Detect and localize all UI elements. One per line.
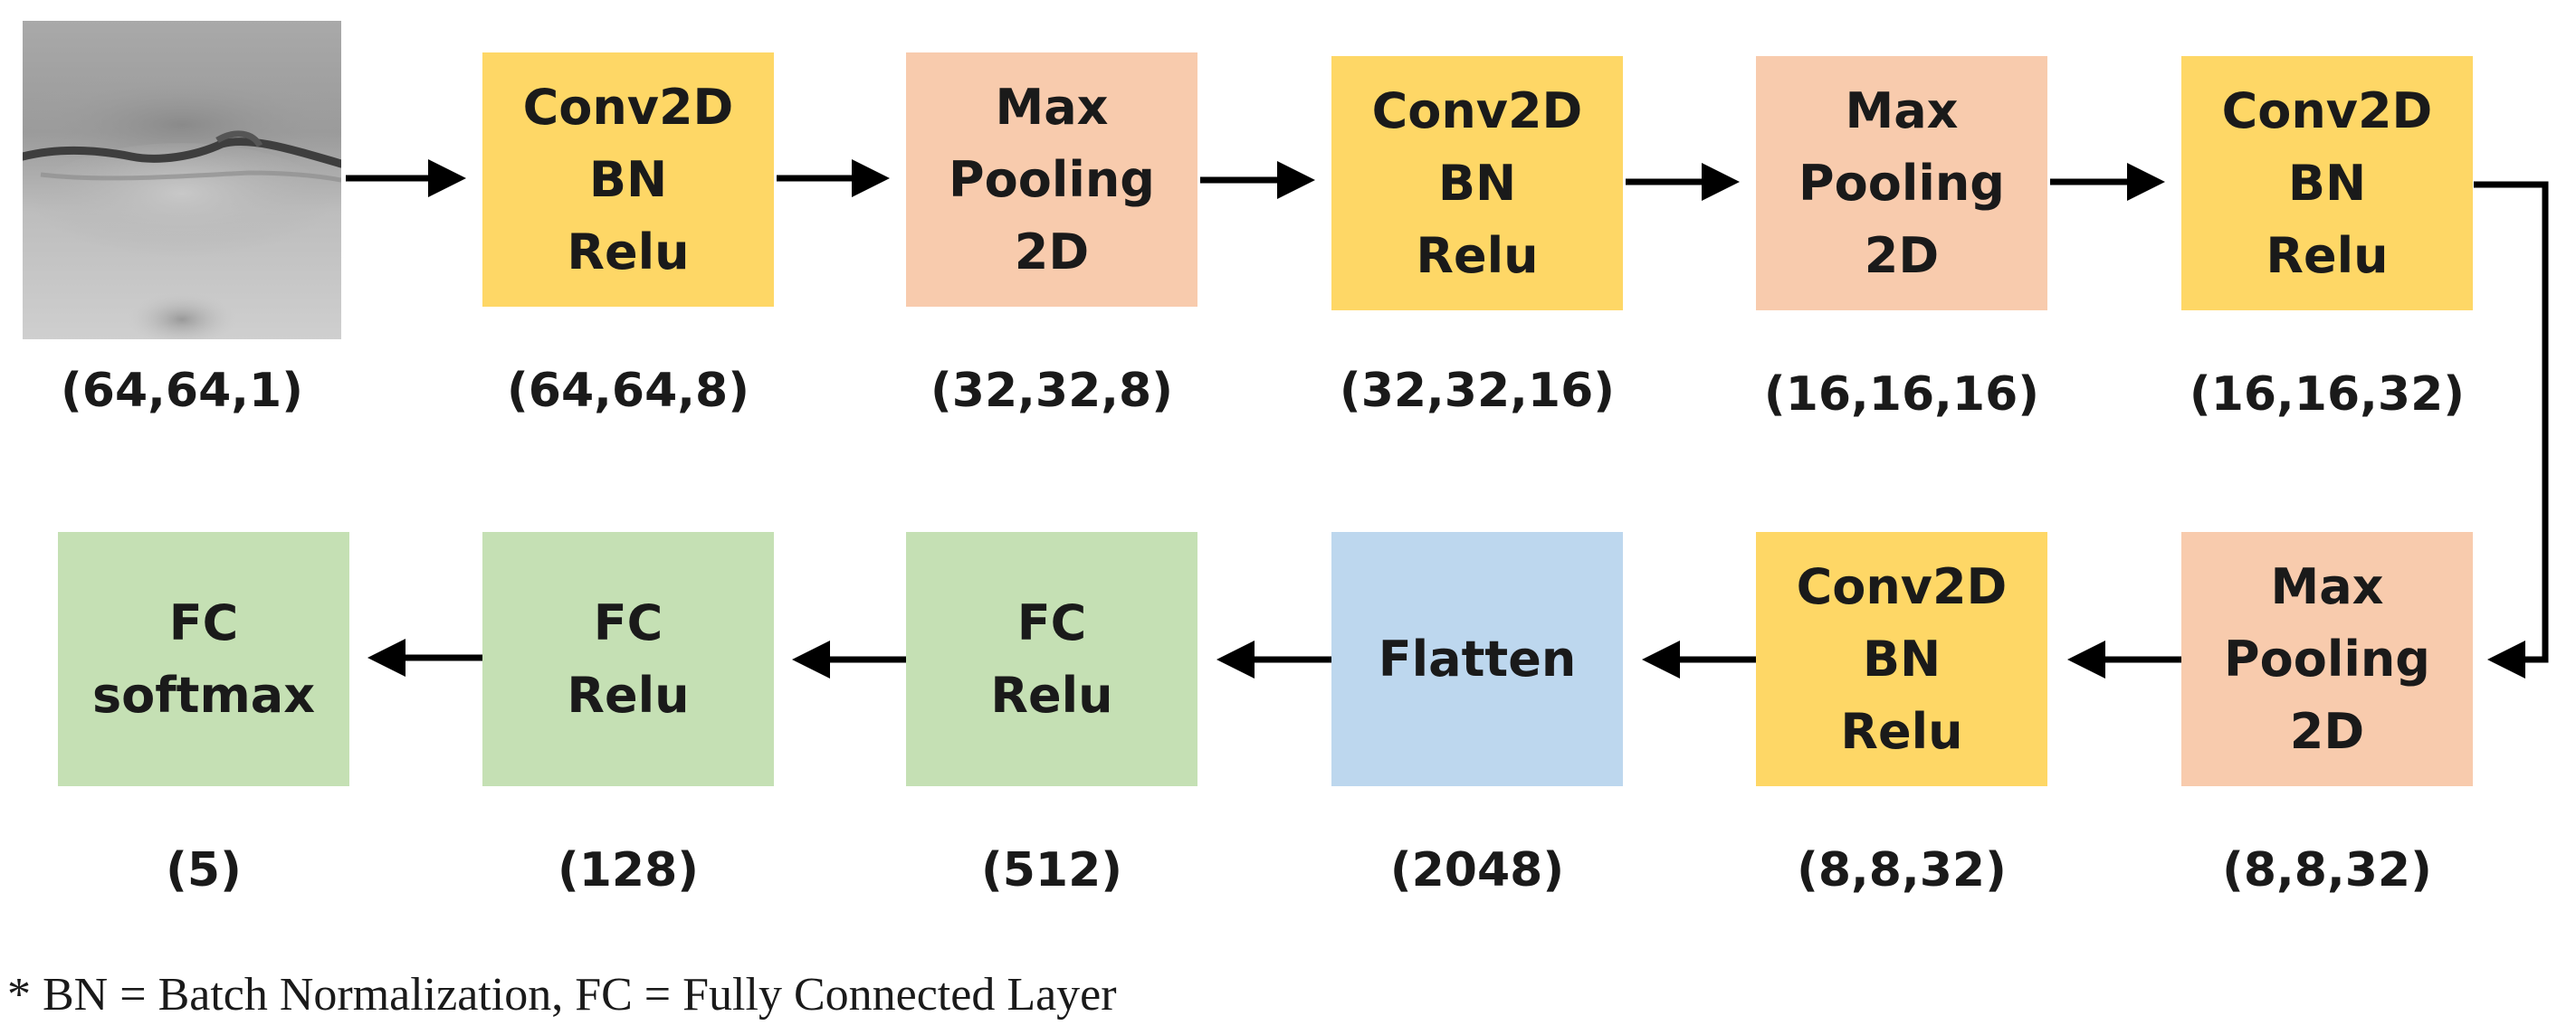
fc-relu-block-512: FC Relu: [906, 532, 1197, 786]
output-shape-label: (512): [980, 843, 1123, 897]
block-label-line: 2D: [2289, 702, 2365, 760]
max-pooling-2d-block-3: Max Pooling 2D: [2181, 532, 2473, 786]
block-label-line: Conv2D: [2221, 81, 2433, 139]
block-label-line: Max: [995, 78, 1109, 136]
conv2d-bn-relu-block-1: Conv2D BN Relu: [482, 52, 774, 307]
fc-relu-block-128: FC Relu: [482, 532, 774, 786]
output-shape-label: (16,16,32): [2189, 367, 2466, 422]
block-label-line: Conv2D: [1371, 81, 1583, 139]
conv2d-bn-relu-block-3: Conv2D BN Relu: [2181, 56, 2473, 310]
block-label-line: Conv2D: [522, 78, 734, 136]
block-label-line: Relu: [2266, 226, 2389, 284]
output-shape-label: (2048): [1389, 843, 1565, 897]
block-label-line: BN: [1437, 154, 1517, 212]
conv2d-bn-relu-block-2: Conv2D BN Relu: [1331, 56, 1623, 310]
block-label-line: Conv2D: [1796, 557, 2008, 615]
block-label-line: Pooling: [2224, 630, 2430, 688]
conv2d-bn-relu-block-4: Conv2D BN Relu: [1756, 532, 2047, 786]
output-shape-label: (8,8,32): [2222, 843, 2432, 897]
block-label-line: Relu: [990, 666, 1113, 724]
output-shape-label: (32,32,8): [930, 364, 1173, 418]
arrow-bend-down: [2474, 181, 2549, 679]
output-shape-label: (128): [557, 843, 700, 897]
block-label-line: FC: [168, 593, 239, 651]
block-label-line: Relu: [567, 666, 690, 724]
block-label-line: Pooling: [949, 150, 1155, 208]
max-pooling-2d-block-1: Max Pooling 2D: [906, 52, 1197, 307]
block-label-line: Relu: [567, 223, 690, 280]
max-pooling-2d-block-2: Max Pooling 2D: [1756, 56, 2047, 310]
output-shape-label: (32,32,16): [1339, 364, 1616, 418]
block-label-line: Relu: [1416, 226, 1539, 284]
block-label-line: 2D: [1864, 226, 1940, 284]
block-label-line: BN: [2287, 154, 2367, 212]
output-shape-label: (16,16,16): [1763, 367, 2040, 422]
fc-softmax-block: FC softmax: [58, 532, 349, 786]
lip-input-image: [23, 21, 341, 339]
block-label-line: Max: [2270, 557, 2384, 615]
output-shape-label: (8,8,32): [1797, 843, 2007, 897]
footnote: * BN = Batch Normalization, FC = Fully C…: [7, 969, 1117, 1021]
block-label-line: Relu: [1840, 702, 1963, 760]
block-label-line: Flatten: [1378, 630, 1577, 688]
input-shape-label: (64,64,1): [61, 364, 303, 418]
block-label-line: FC: [593, 593, 663, 651]
block-label-line: FC: [1016, 593, 1087, 651]
block-label-line: Max: [1845, 81, 1959, 139]
output-shape-label: (64,64,8): [507, 364, 749, 418]
block-label-line: 2D: [1014, 223, 1090, 280]
flatten-block: Flatten: [1331, 532, 1623, 786]
output-shape-label: (5): [166, 843, 242, 897]
block-label-line: Pooling: [1798, 154, 2005, 212]
block-label-line: BN: [588, 150, 668, 208]
block-label-line: BN: [1862, 630, 1942, 688]
block-label-line: softmax: [91, 666, 316, 724]
